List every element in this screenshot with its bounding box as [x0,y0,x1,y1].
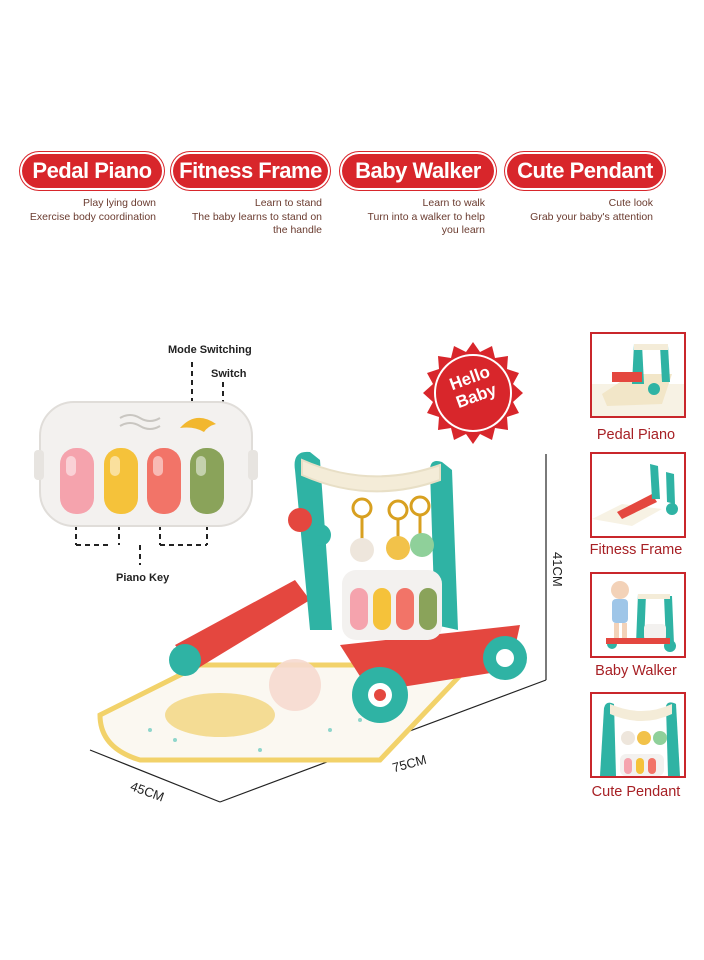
callout-mode-switching: Mode Switching [168,344,252,356]
desc-line: Grab your baby's attention [530,210,653,223]
piano-panel-illustration [34,362,258,565]
desc-line: Exercise body coordination [29,210,156,223]
desc-line: Turn into a walker to help [367,210,485,223]
product-illustration [89,451,547,803]
hello-baby-badge: Hello Baby [420,340,526,446]
thumbnail-baby-walker [590,572,686,658]
feature-desc-fitness-frame: Learn to stand The baby learns to stand … [170,197,322,238]
dimension-height-label: 41CM [550,552,565,587]
thumbnail-label-cute-pendant: Cute Pendant [591,784,681,800]
desc-line: the handle [272,224,322,236]
thumbnail-cute-pendant [590,692,686,778]
feature-title: Fitness Frame [179,158,322,183]
thumbnail-label-fitness-frame: Fitness Frame [589,542,683,558]
feature-desc-cute-pendant: Cute look Grab your baby's attention [505,197,653,224]
fitness-frame-thumb-image [592,464,678,526]
feature-title: Baby Walker [355,158,481,183]
feature-title: Cute Pendant [517,158,653,183]
feature-title: Pedal Piano [32,158,152,183]
thumbnail-label-pedal-piano: Pedal Piano [596,427,676,443]
desc-line: Learn to stand [254,197,322,209]
feature-desc-pedal-piano: Play lying down Exercise body coordinati… [14,197,156,224]
baby-walker-thumb-image [606,581,676,652]
feature-pill-fitness-frame: Fitness Frame [173,154,328,188]
feature-pill-pedal-piano: Pedal Piano [22,154,162,188]
desc-line: you learn [441,224,485,236]
desc-line: The baby learns to stand on [191,210,322,223]
thumbnail-label-baby-walker: Baby Walker [595,663,677,679]
desc-line: Play lying down [83,197,156,209]
desc-line: Cute look [608,197,653,209]
feature-pill-baby-walker: Baby Walker [342,154,494,188]
badge-starburst-icon [423,342,523,444]
callout-piano-key: Piano Key [116,572,170,584]
cute-pendant-thumb-image [600,702,680,776]
pedal-piano-thumb-image [592,344,684,416]
thumbnail-fitness-frame [590,452,686,538]
desc-line: Learn to walk [422,197,485,209]
thumbnail-pedal-piano [590,332,686,418]
callout-switch: Switch [211,368,247,380]
feature-pill-cute-pendant: Cute Pendant [507,154,663,188]
feature-desc-baby-walker: Learn to walk Turn into a walker to help… [340,197,485,238]
